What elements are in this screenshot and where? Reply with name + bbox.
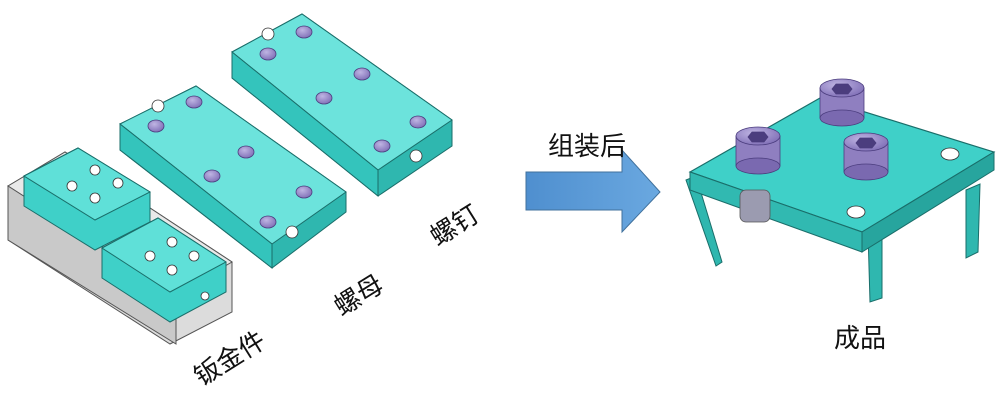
final-product xyxy=(685,78,996,303)
sheet-metal-fixture xyxy=(7,147,233,345)
screw-fixture-plate xyxy=(231,13,453,198)
assembled-label: 组装后 xyxy=(548,132,627,162)
assembly-diagram xyxy=(7,13,996,345)
screw-markers xyxy=(259,25,427,153)
nut-fixture-plate xyxy=(119,85,347,270)
nut-markers xyxy=(147,95,313,229)
assembly-arrow xyxy=(525,148,661,234)
product-label: 成品 xyxy=(834,324,887,354)
product-bolts xyxy=(735,78,889,181)
